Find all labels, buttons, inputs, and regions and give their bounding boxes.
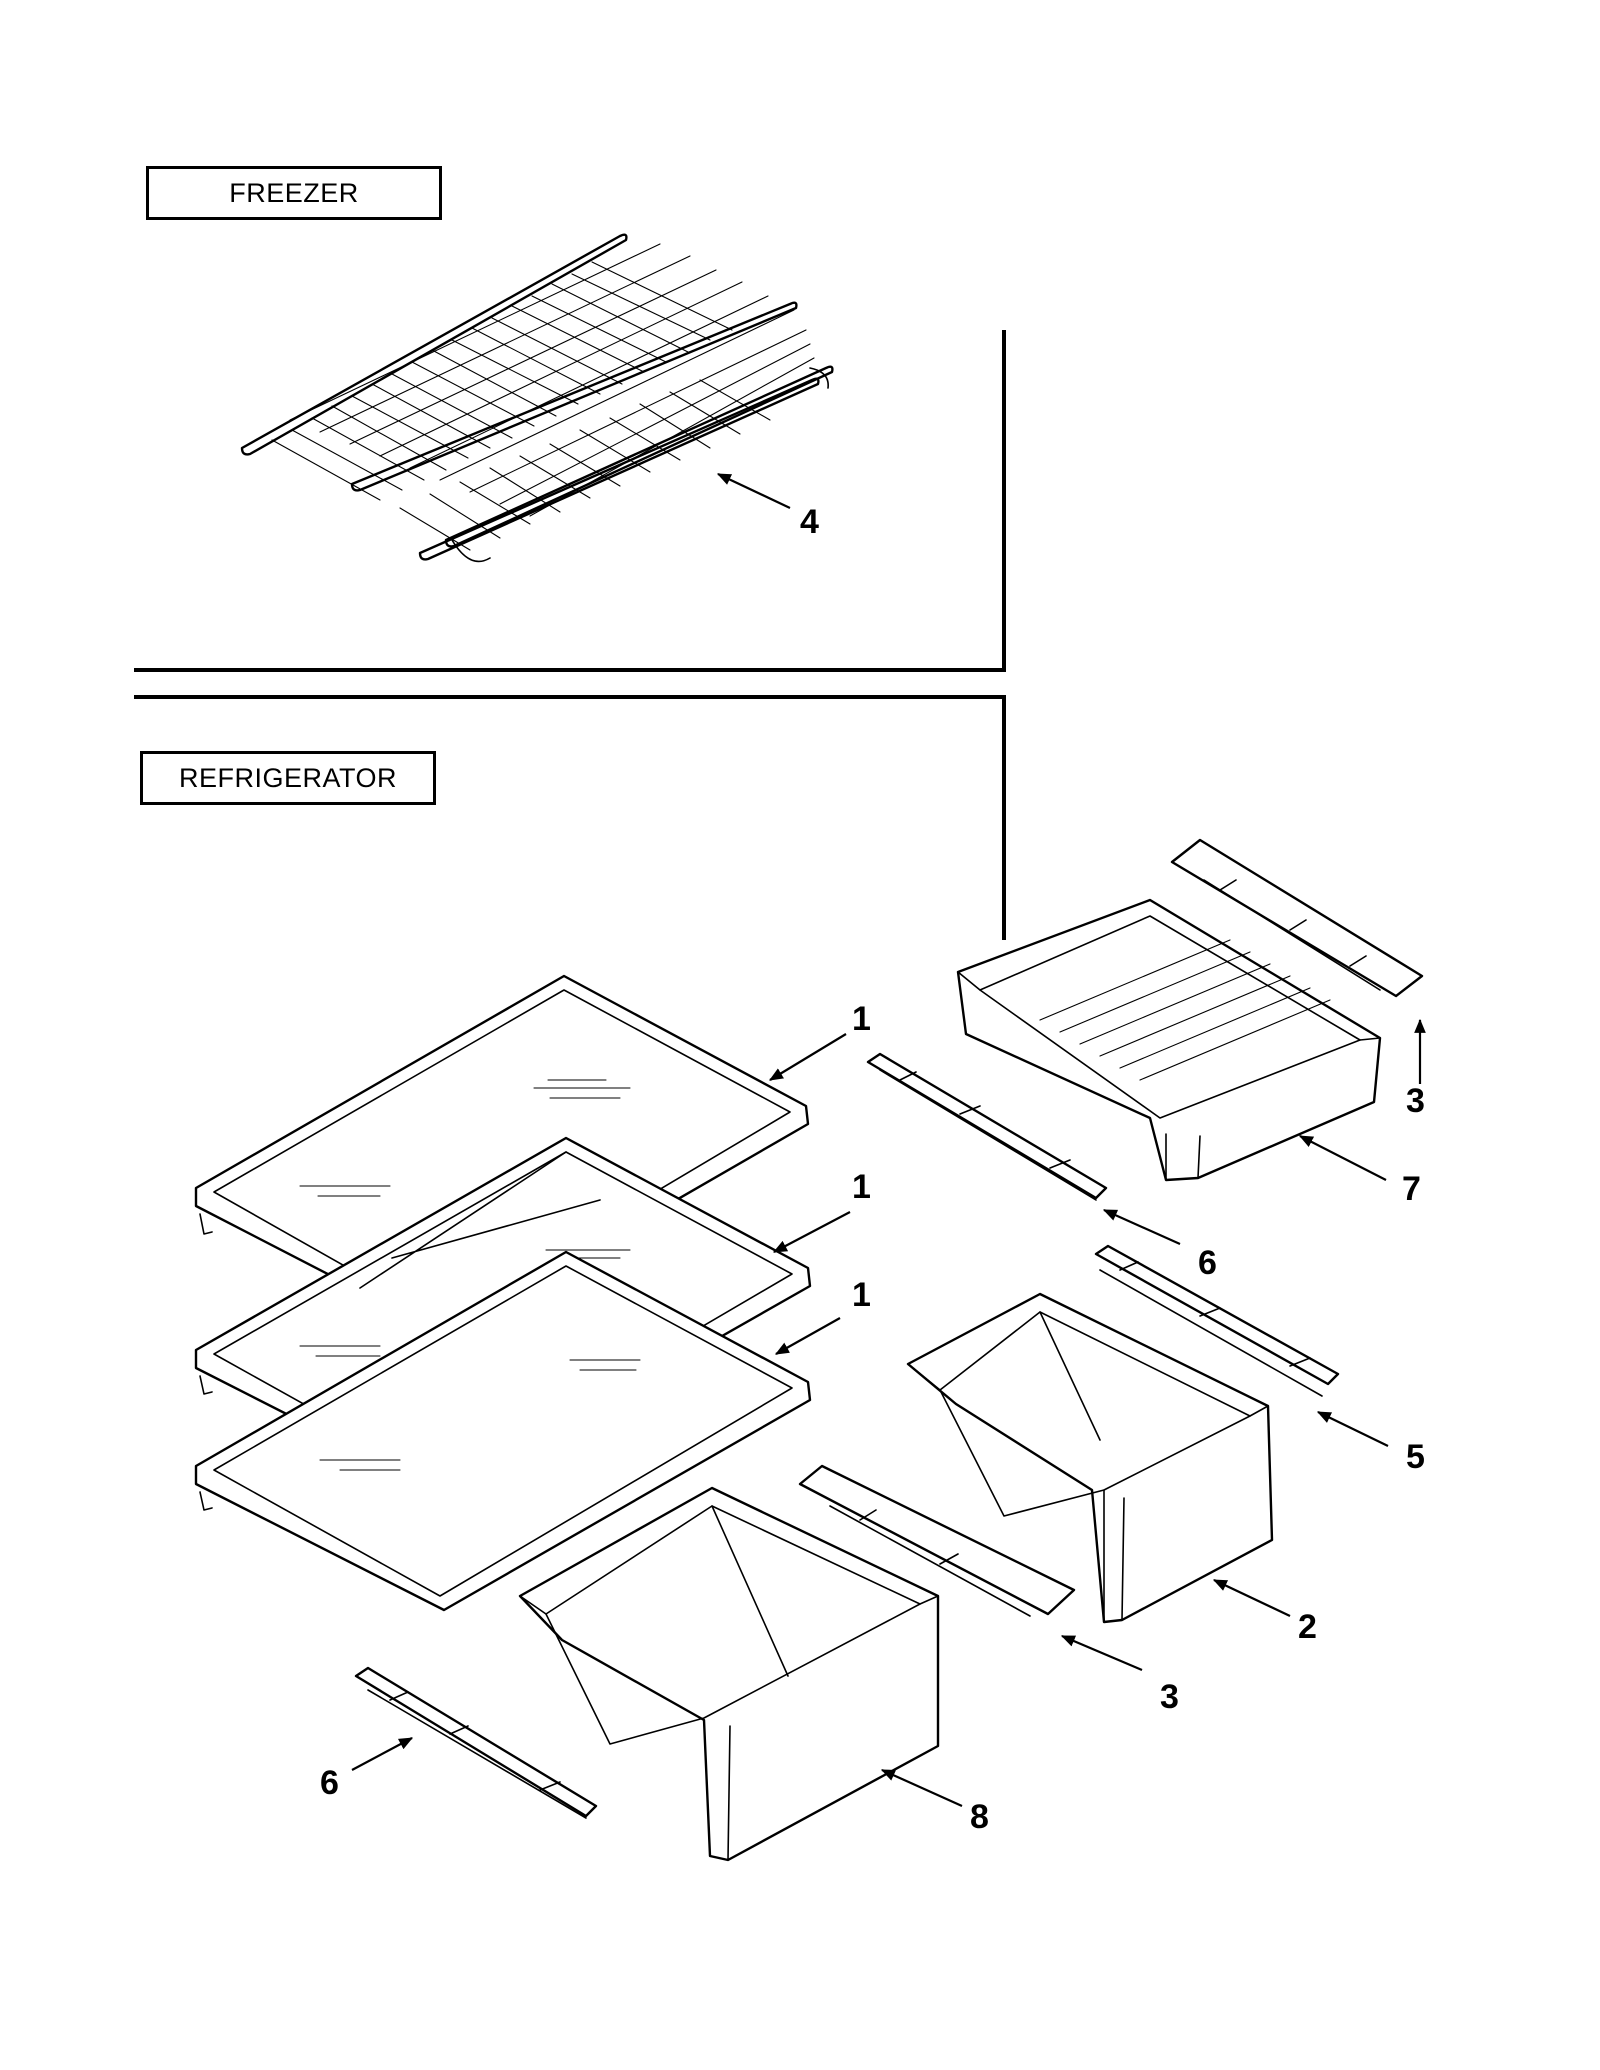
callout-part-3: 3 <box>1406 1082 1425 1120</box>
section-separators <box>134 330 1006 940</box>
rail-5 <box>1094 1244 1340 1397</box>
callout-part-1: 1 <box>852 1276 871 1314</box>
glass-shelf-bottom <box>194 1250 812 1612</box>
callout-part-4: 4 <box>800 503 819 541</box>
leader-arrows <box>351 473 1426 1808</box>
rail-6-lower <box>354 1666 598 1819</box>
callout-part-3: 3 <box>1160 1678 1179 1716</box>
callout-part-8: 8 <box>970 1798 989 1836</box>
freezer-wire-shelf <box>240 233 834 563</box>
rail-6-upper <box>866 1052 1108 1201</box>
callout-part-2: 2 <box>1298 1608 1317 1646</box>
crisper-drawer-left <box>518 1486 940 1862</box>
callout-part-1: 1 <box>852 1000 871 1038</box>
callout-part-5: 5 <box>1406 1438 1425 1476</box>
crisper-drawer-right <box>906 1292 1274 1624</box>
callout-part-1: 1 <box>852 1168 871 1206</box>
callout-part-6: 6 <box>320 1764 339 1802</box>
upper-crisper-pan <box>956 898 1382 1182</box>
refrigerator-section-label: REFRIGERATOR <box>140 751 436 805</box>
freezer-section-label: FREEZER <box>146 166 442 220</box>
crisper-cover-upper <box>1170 838 1424 998</box>
glass-shelf-top <box>194 974 810 1347</box>
callout-part-7: 7 <box>1402 1170 1421 1208</box>
callout-part-6: 6 <box>1198 1244 1217 1282</box>
crisper-cover-lower <box>798 1464 1076 1617</box>
